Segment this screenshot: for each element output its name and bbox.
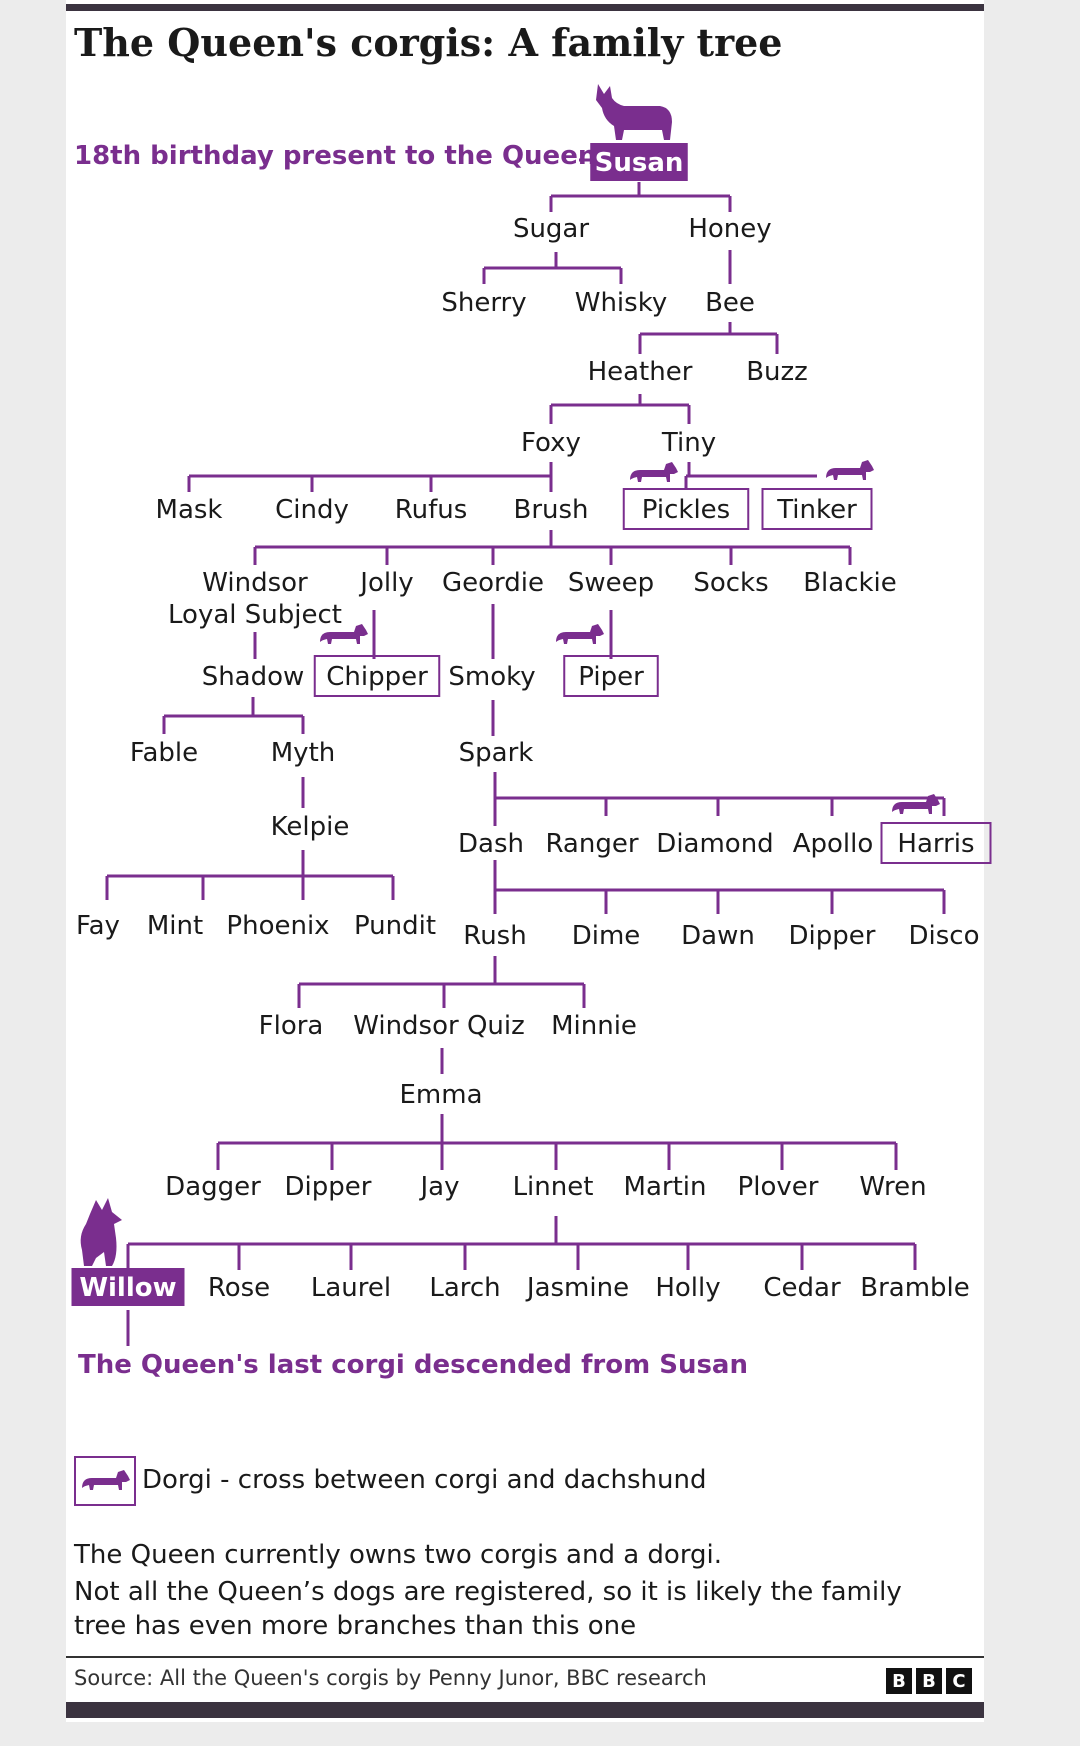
dorgi-icon: [826, 460, 874, 480]
dog-name-flora: Flora: [259, 1011, 324, 1041]
dog-name-jasmine: Jasmine: [525, 1273, 629, 1303]
infographic-card: [66, 0, 984, 1722]
source-divider: [66, 1656, 984, 1658]
dog-name-bee: Bee: [705, 288, 755, 318]
dog-name-pickles: Pickles: [642, 495, 730, 525]
dog-name-pundit: Pundit: [354, 911, 436, 941]
dog-name-bramble: Bramble: [860, 1273, 970, 1303]
dog-name-minnie: Minnie: [551, 1011, 637, 1041]
corgi-icon: [80, 1198, 122, 1266]
dog-name-rose: Rose: [208, 1273, 270, 1303]
dog-name-socks: Socks: [693, 568, 768, 598]
dog-name-jolly: Jolly: [358, 568, 413, 598]
dog-name-rufus: Rufus: [395, 495, 468, 525]
dog-name-shadow: Shadow: [202, 662, 305, 692]
dog-name-larch: Larch: [429, 1273, 500, 1303]
dog-name-disco: Disco: [909, 921, 980, 951]
dog-name-ranger: Ranger: [545, 829, 638, 859]
legend-dorgi-box: [74, 1456, 136, 1506]
dog-name-dime: Dime: [572, 921, 641, 951]
dog-name-dawn: Dawn: [681, 921, 755, 951]
dorgi-box: [761, 488, 873, 530]
dorgi-icon: [320, 624, 368, 644]
highlight-box: [71, 1268, 185, 1306]
dog-name-tinker: Tinker: [776, 495, 857, 525]
dog-name-tiny: Tiny: [661, 428, 716, 458]
dog-name-heather: Heather: [588, 357, 693, 387]
bbc-logo-letter: B: [886, 1668, 912, 1694]
note-line-3: tree has even more branches than this on…: [74, 1611, 637, 1641]
dog-name-sweep: Sweep: [568, 568, 654, 598]
note-line-2: Not all the Queen’s dogs are registered,…: [74, 1577, 902, 1607]
dog-name-fay: Fay: [76, 911, 120, 941]
bbc-logo: B B C: [886, 1668, 972, 1694]
dog-name-buzz: Buzz: [746, 357, 808, 387]
dog-name-geordie: Geordie: [442, 568, 544, 598]
dog-name-dash: Dash: [458, 829, 524, 859]
dog-name-cedar: Cedar: [763, 1273, 841, 1303]
dog-name-dagger: Dagger: [165, 1172, 261, 1202]
dorgi-icon: [82, 1470, 130, 1490]
dog-name-emma: Emma: [399, 1080, 482, 1110]
page-title: The Queen's corgis: A family tree: [74, 20, 783, 65]
dog-name-plover: Plover: [738, 1172, 819, 1202]
top-bar: [66, 4, 984, 11]
dog-name-apollo: Apollo: [793, 829, 874, 859]
source-note: Source: All the Queen's corgis by Penny …: [74, 1666, 707, 1690]
callout-susan: 18th birthday present to the Queen: [74, 141, 597, 171]
dog-name-mint: Mint: [147, 911, 203, 941]
dorgi-box: [880, 822, 992, 864]
dog-name-jay: Jay: [419, 1172, 460, 1202]
dog-name-fable: Fable: [130, 738, 198, 768]
dog-name-susan: Susan: [595, 148, 684, 178]
callout-willow: The Queen's last corgi descended from Su…: [78, 1350, 748, 1380]
dog-name-cindy: Cindy: [275, 495, 349, 525]
dog-name-phoenix: Phoenix: [226, 911, 329, 941]
dog-name-whisky: Whisky: [575, 288, 667, 318]
dog-name-dipper2: Dipper: [285, 1172, 372, 1202]
dog-name-chipper: Chipper: [326, 662, 428, 692]
dorgi-box: [313, 655, 441, 697]
dog-name-holly: Holly: [655, 1273, 720, 1303]
dog-name-sugar: Sugar: [513, 214, 589, 244]
dog-name-sherry: Sherry: [441, 288, 526, 318]
bottom-bar: [66, 1702, 984, 1718]
dorgi-box: [622, 488, 750, 530]
dorgi-icon: [556, 624, 604, 644]
dog-name-windsor-quiz: Windsor Quiz: [353, 1011, 525, 1041]
dorgi-icon: [630, 462, 678, 482]
dog-name-linnet: Linnet: [513, 1172, 594, 1202]
dog-name-myth: Myth: [271, 738, 336, 768]
note-line-1: The Queen currently owns two corgis and …: [74, 1540, 723, 1570]
dorgi-icon: [892, 794, 940, 814]
dog-name-spark: Spark: [459, 738, 534, 768]
legend-dorgi-label: Dorgi - cross between corgi and dachshun…: [142, 1465, 707, 1495]
dog-name-willow: Willow: [79, 1273, 176, 1303]
dog-name-dipper1: Dipper: [789, 921, 876, 951]
dog-name-blackie: Blackie: [803, 568, 897, 598]
dog-name-rush: Rush: [463, 921, 526, 951]
corgi-icon: [596, 84, 672, 140]
dog-name-harris: Harris: [897, 829, 974, 859]
dog-name-foxy: Foxy: [521, 428, 581, 458]
dog-name-diamond: Diamond: [656, 829, 773, 859]
dog-name-wren: Wren: [859, 1172, 926, 1202]
bbc-logo-letter: B: [916, 1668, 942, 1694]
bbc-logo-letter: C: [946, 1668, 972, 1694]
dog-name-martin: Martin: [624, 1172, 707, 1202]
dog-name-piper: Piper: [578, 662, 644, 692]
dog-name-kelpie: Kelpie: [271, 812, 350, 842]
dorgi-box: [563, 655, 659, 697]
dog-name-smoky: Smoky: [448, 662, 535, 692]
highlight-box: [590, 143, 688, 181]
dog-name-brush: Brush: [513, 495, 588, 525]
dog-name-mask: Mask: [156, 495, 223, 525]
dog-name-honey: Honey: [688, 214, 771, 244]
dog-name-laurel: Laurel: [311, 1273, 391, 1303]
